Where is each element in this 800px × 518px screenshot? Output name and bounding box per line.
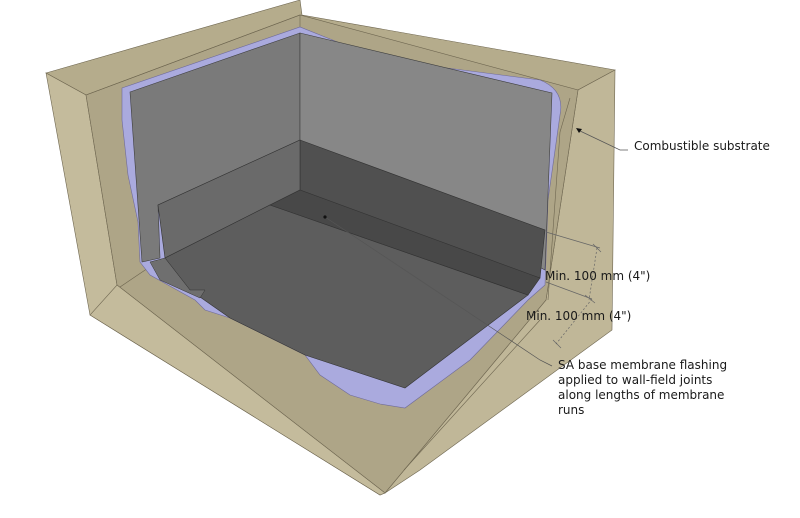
leader-substrate [577,129,628,151]
label-sa-base-membrane-flashing: SA base membrane flashing applied to wal… [558,358,728,417]
label-min-dimension-floor: Min. 100 mm (4") [526,309,632,323]
leader-flashing [324,216,553,367]
dimension-lines [545,231,602,349]
label-combustible-substrate: Combustible substrate [634,139,770,153]
label-min-dimension-wall: Min. 100 mm (4") [545,269,651,283]
substrate-bottom-face [89,284,386,496]
floor-flashing-strip [269,189,541,296]
